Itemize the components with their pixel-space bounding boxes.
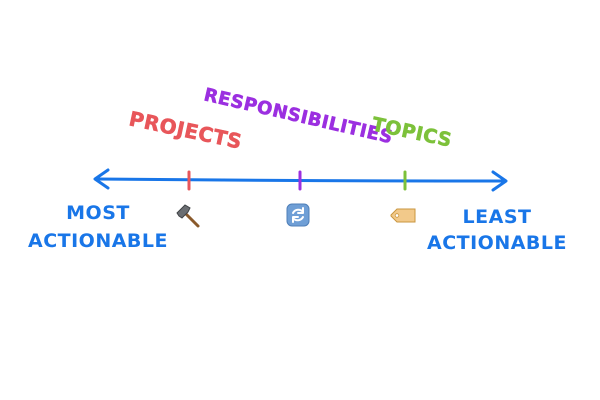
endpoint-least-actionable: LEAST ACTIONABLE (427, 206, 567, 254)
endpoint-most-actionable: MOST ACTIONABLE (28, 202, 168, 252)
endpoint-left-line2: ACTIONABLE (28, 230, 168, 252)
endpoint-right-line2: ACTIONABLE (427, 232, 567, 254)
right-arrowhead (491, 170, 508, 192)
hammer-icon (176, 204, 200, 228)
refresh-icon (286, 203, 310, 227)
endpoint-left-line1: MOST (66, 202, 130, 224)
label-projects: PROJECTS (127, 106, 244, 153)
tag-icon (390, 208, 416, 223)
left-arrowhead (93, 168, 110, 190)
endpoint-right-line1: LEAST (463, 206, 532, 228)
